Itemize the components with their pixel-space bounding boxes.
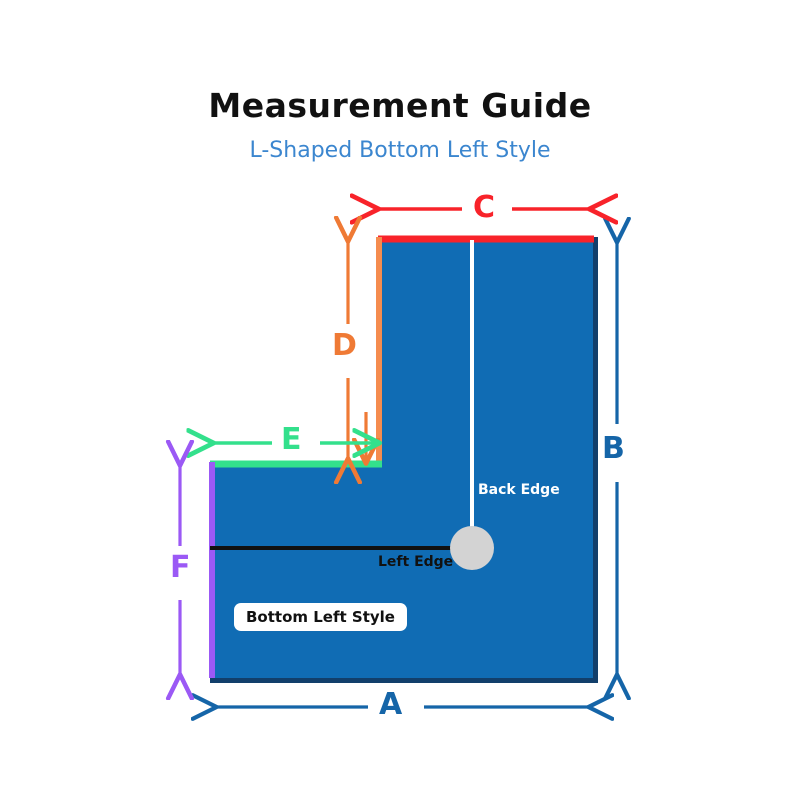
shape-body (210, 237, 593, 678)
dimension-label-f: F (170, 550, 191, 585)
back-edge-label: Back Edge (478, 482, 560, 498)
left-edge-label: Left Edge (378, 554, 454, 570)
page-subtitle: L-Shaped Bottom Left Style (249, 138, 551, 163)
dimension-label-e: E (281, 422, 302, 457)
dimension-label-d: D (332, 328, 357, 363)
page-title: Measurement Guide (208, 86, 592, 125)
dimension-label-c: C (473, 190, 496, 225)
edge-origin-marker (450, 526, 494, 570)
dimension-label-a: A (379, 687, 403, 722)
dimension-label-b: B (602, 431, 625, 466)
style-badge: Bottom Left Style (234, 603, 407, 631)
